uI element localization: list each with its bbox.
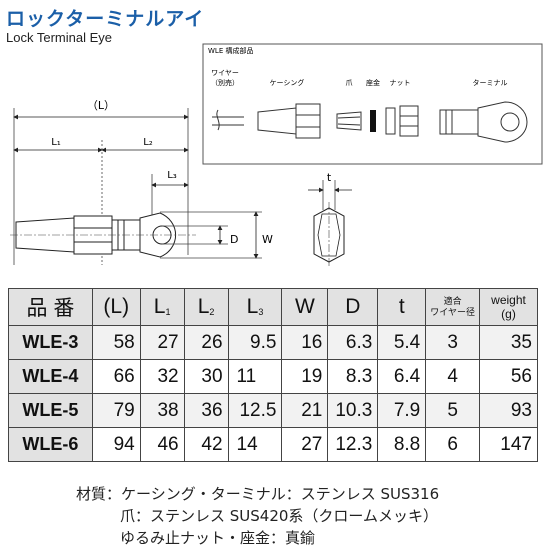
header-W: W [281,288,329,326]
dim-W-label: W [262,233,273,246]
terminal-part [439,101,528,143]
cell-L1: 38 [139,393,185,428]
washer-part [370,110,376,132]
cell-L3: 14 [227,427,283,462]
cell-weight: 147 [479,427,538,462]
cell-name: WLE-4 [8,359,93,394]
header-name: 品 番 [8,288,93,326]
materials-line-1: 材質：ケーシング・ターミナル：ステンレス SUS316 [76,485,440,503]
claw-label: 爪 [346,79,353,87]
cell-W: 27 [281,427,329,462]
table-row: WLE-3 58 27 26 9.5 16 6.3 5.4 3 35 [8,325,538,360]
materials-line-2: 爪：ステンレス SUS420系（クロームメッキ） [120,507,438,525]
cell-t: 7.9 [377,393,427,428]
cell-t: 5.4 [377,325,427,360]
nut-label: ナット [390,79,411,87]
components-box: WLE 構成部品 ワイヤー （別売） ケーシング 爪 座金 ナット [202,43,543,165]
components-box-title: WLE 構成部品 [208,46,253,55]
cell-weight: 56 [479,359,538,394]
table-row: WLE-4 66 32 30 11 19 8.3 6.4 4 56 [8,359,538,394]
cell-D: 12.3 [327,427,379,462]
wire-part [212,109,244,131]
casing-label: ケーシング [270,78,305,87]
wire-note: （別売） [211,78,239,87]
hex-side-view: t [308,171,352,268]
cell-t: 6.4 [377,359,427,394]
cell-name: WLE-6 [8,427,93,462]
cell-D: 8.3 [327,359,379,394]
cell-L: 94 [91,427,141,462]
header-L: (L) [91,288,141,326]
washer-label: 座金 [366,78,380,87]
cell-W: 19 [281,359,329,394]
cell-L1: 27 [139,325,185,360]
cell-L3: 12.5 [227,393,283,428]
product-title-en: Lock Terminal Eye [6,30,112,45]
materials-notes: 材質：ケーシング・ターミナル：ステンレス SUS316 爪：ステンレス SUS4… [76,483,439,549]
cell-L2: 42 [183,427,229,462]
cell-D: 6.3 [327,325,379,360]
cell-W: 21 [281,393,329,428]
cell-wire: 3 [425,325,481,360]
cell-W: 16 [281,325,329,360]
assembly-drawing: （L） L₁ L₂ L₃ D W [10,99,273,265]
claw-part [336,111,362,131]
cell-wire: 4 [425,359,481,394]
header-t: t [377,288,427,326]
cell-wire: 6 [425,427,481,462]
header-weight: weight(g) [479,288,538,326]
nut-part [385,105,419,137]
header-L3: L3 [227,288,283,326]
table-row: WLE-5 79 38 36 12.5 21 10.3 7.9 5 93 [8,393,538,428]
spec-table: 品 番 (L) L1 L2 L3 W D t 適合ワイヤー径 weight(g)… [8,288,538,462]
casing-part [257,103,321,139]
cell-L2: 26 [183,325,229,360]
cell-weight: 35 [479,325,538,360]
cell-L3: 9.5 [227,325,283,360]
header-wire-diameter: 適合ワイヤー径 [425,288,481,326]
cell-L2: 30 [183,359,229,394]
cell-name: WLE-3 [8,325,93,360]
dim-L-label: （L） [87,99,115,112]
cell-t: 8.8 [377,427,427,462]
cell-L1: 32 [139,359,185,394]
cell-D: 10.3 [327,393,379,428]
materials-line-3: ゆるみ止ナット・座金：真鍮 [120,529,316,547]
header-L2: L2 [183,288,229,326]
table-row: WLE-6 94 46 42 14 27 12.3 8.8 6 147 [8,427,538,462]
header-D: D [327,288,379,326]
cell-L: 79 [91,393,141,428]
dim-L1-label: L₁ [51,137,61,148]
product-title-jp: ロックターミナルアイ [6,8,205,30]
cell-wire: 5 [425,393,481,428]
cell-name: WLE-5 [8,393,93,428]
dim-L2-label: L₂ [143,137,153,148]
cell-L: 66 [91,359,141,394]
wire-label: ワイヤー [211,69,239,77]
header-L1: L1 [139,288,185,326]
dim-D-label: D [230,233,238,246]
cell-L2: 36 [183,393,229,428]
cell-L3: 11 [227,359,283,394]
dim-L3-label: L₃ [167,170,177,181]
technical-drawing: WLE 構成部品 ワイヤー （別売） ケーシング 爪 座金 ナット [10,43,543,268]
spec-header-row: 品 番 (L) L1 L2 L3 W D t 適合ワイヤー径 weight(g) [8,288,538,326]
cell-L: 58 [91,325,141,360]
dim-t-label: t [327,171,332,184]
terminal-label: ターミナル [473,78,508,87]
cell-L1: 46 [139,427,185,462]
cell-weight: 93 [479,393,538,428]
